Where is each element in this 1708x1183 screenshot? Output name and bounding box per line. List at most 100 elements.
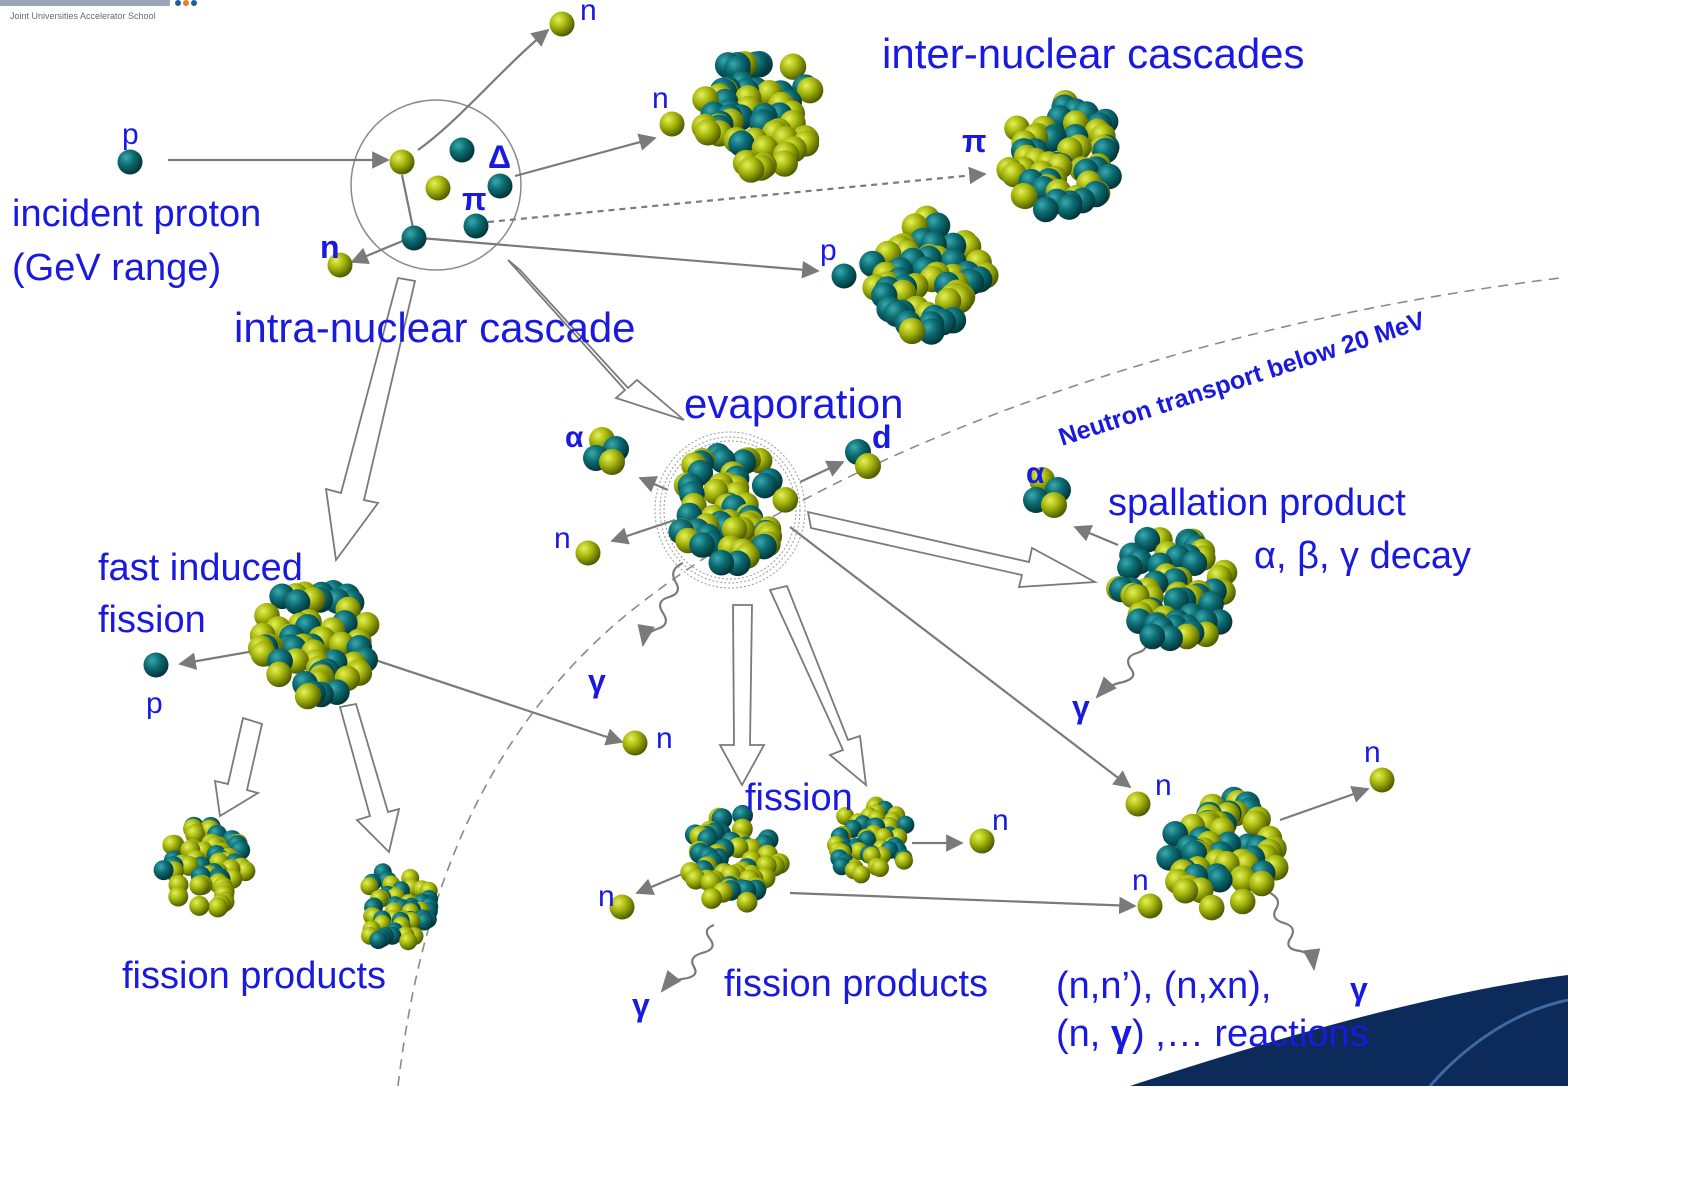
proton-outer [831,263,857,289]
nucleus-inter-2 [996,90,1122,223]
fission-product-left-2 [360,863,439,951]
nucleon [1198,894,1225,921]
neutron-fission [969,828,995,854]
intra-nuclear-cascade-label: intra-nuclear cascade [234,304,636,351]
alpha-particle-evap [583,427,629,475]
nucleon [694,119,721,146]
nucleus-inter-3 [859,205,999,345]
d-label: d [872,419,892,455]
nucleon [701,888,722,909]
n-label-reaction-out: n [1364,736,1381,769]
reactions-line2-b: ) ,… reactions [1132,1013,1369,1055]
nucleon [737,156,765,183]
n-label-fast-fission: n [656,722,673,755]
nucleon [708,549,735,576]
delta-pair-a [449,137,475,163]
pion-pair-a [425,175,451,201]
neutron-evap [575,540,601,566]
nucleon [1117,554,1143,581]
alpha-particle-spall [1023,467,1071,518]
process-arrows [213,259,1099,854]
logo: Joint Universities Accelerator School [0,0,197,21]
nucleon [796,77,824,104]
particle-labels: p n n Δ π π n p α d n α γ γ γ γ p n n n … [122,0,1381,1023]
nucleon [855,453,881,479]
labels: incident proton (GeV range) intra-nuclea… [12,30,1471,1055]
alpha-label-spall: α [1026,457,1045,490]
particle-arrows [168,28,1370,915]
fission-products-mid-label: fission products [724,963,988,1005]
nucleon [189,895,210,916]
arrow-evap-to-fission-b [768,584,868,788]
arrow-intra-to-evaporation [507,259,685,421]
inter-nuclear-cascades-label: inter-nuclear cascades [882,30,1305,77]
fission-products-left-label: fission products [122,955,386,997]
nucleon [189,875,210,896]
nucleon [871,859,889,877]
nucleon [1056,194,1082,220]
reactions-line2: (n, γ) ,… reactions [1056,1013,1369,1055]
fission-product-mid-2 [827,796,915,884]
gev-range-label: (GeV range) [12,247,221,289]
nucleon [1172,877,1199,904]
nucleon [918,318,945,345]
arrow-evap-to-fission-a [718,604,766,787]
nucleon [852,865,871,884]
nucleon [369,931,388,950]
proton-fission [143,652,169,678]
spallation-product-label: spallation product [1108,482,1406,524]
nucleon [1012,183,1038,210]
reactions-line2-gamma: γ [1111,1013,1132,1055]
p-label-fission: p [146,687,163,720]
gamma-label-spall: γ [1072,689,1090,725]
fast-induced-label: fast induced [98,547,303,589]
neutron-inter [659,111,685,137]
neutron-transport-boundary [397,277,1561,1086]
pion-pair-b [463,213,489,239]
fission-product-left-1 [153,816,256,918]
spallation-diagram: Joint Universities Accelerator School Ne… [0,0,1568,1086]
delta-pair-b [487,173,513,199]
n-label-inter: n [652,82,669,115]
nucleon [360,877,379,896]
nucleus-evaporation [668,443,799,577]
nucleon [771,150,798,177]
nucleus-reaction [1156,786,1289,921]
nucleon [185,824,205,844]
nucleon [772,487,799,513]
evaporation-label: evaporation [684,380,904,427]
pi-label-outer: π [962,123,987,159]
nucleus-fast-fission [247,580,380,710]
neutron-transport-label: Neutron transport below 20 MeV [1055,307,1429,452]
neutron-spall-hit [1125,791,1151,817]
reactions-line1: (n,n’), (n,xn), [1056,965,1271,1007]
nucleon [266,661,292,688]
delta-label: Δ [488,139,511,175]
nucleon [599,449,625,475]
nucleus-spallation [1106,527,1238,652]
nucleon [153,860,174,881]
arrow-intra-to-fission [324,276,417,563]
gamma-label-fission: γ [632,987,650,1023]
gamma-label-reaction: γ [1350,971,1368,1007]
corner-decoration-light [1428,998,1568,1086]
nucleon [415,912,434,931]
nucleon [1139,623,1166,650]
incident-proton-label: incident proton [12,193,261,235]
nucleon [1207,866,1233,893]
particles [117,11,1395,920]
neutron-fission-left [609,894,635,920]
p-label-outer: p [820,234,837,267]
nucleus-inter-1 [691,50,824,183]
n-label-evap: n [554,522,571,555]
neutron-reaction-in [1137,893,1163,919]
neutron-reaction-out [1369,767,1395,793]
proton-incident [117,149,143,175]
evaporation-rings [654,431,806,589]
nuclei [153,50,1289,951]
fission-label: fission [745,777,853,819]
nucleon [689,532,715,558]
n-label-fission-left: n [598,880,615,913]
reactions-line2-a: (n, [1056,1013,1111,1055]
neutron-top [549,11,575,37]
